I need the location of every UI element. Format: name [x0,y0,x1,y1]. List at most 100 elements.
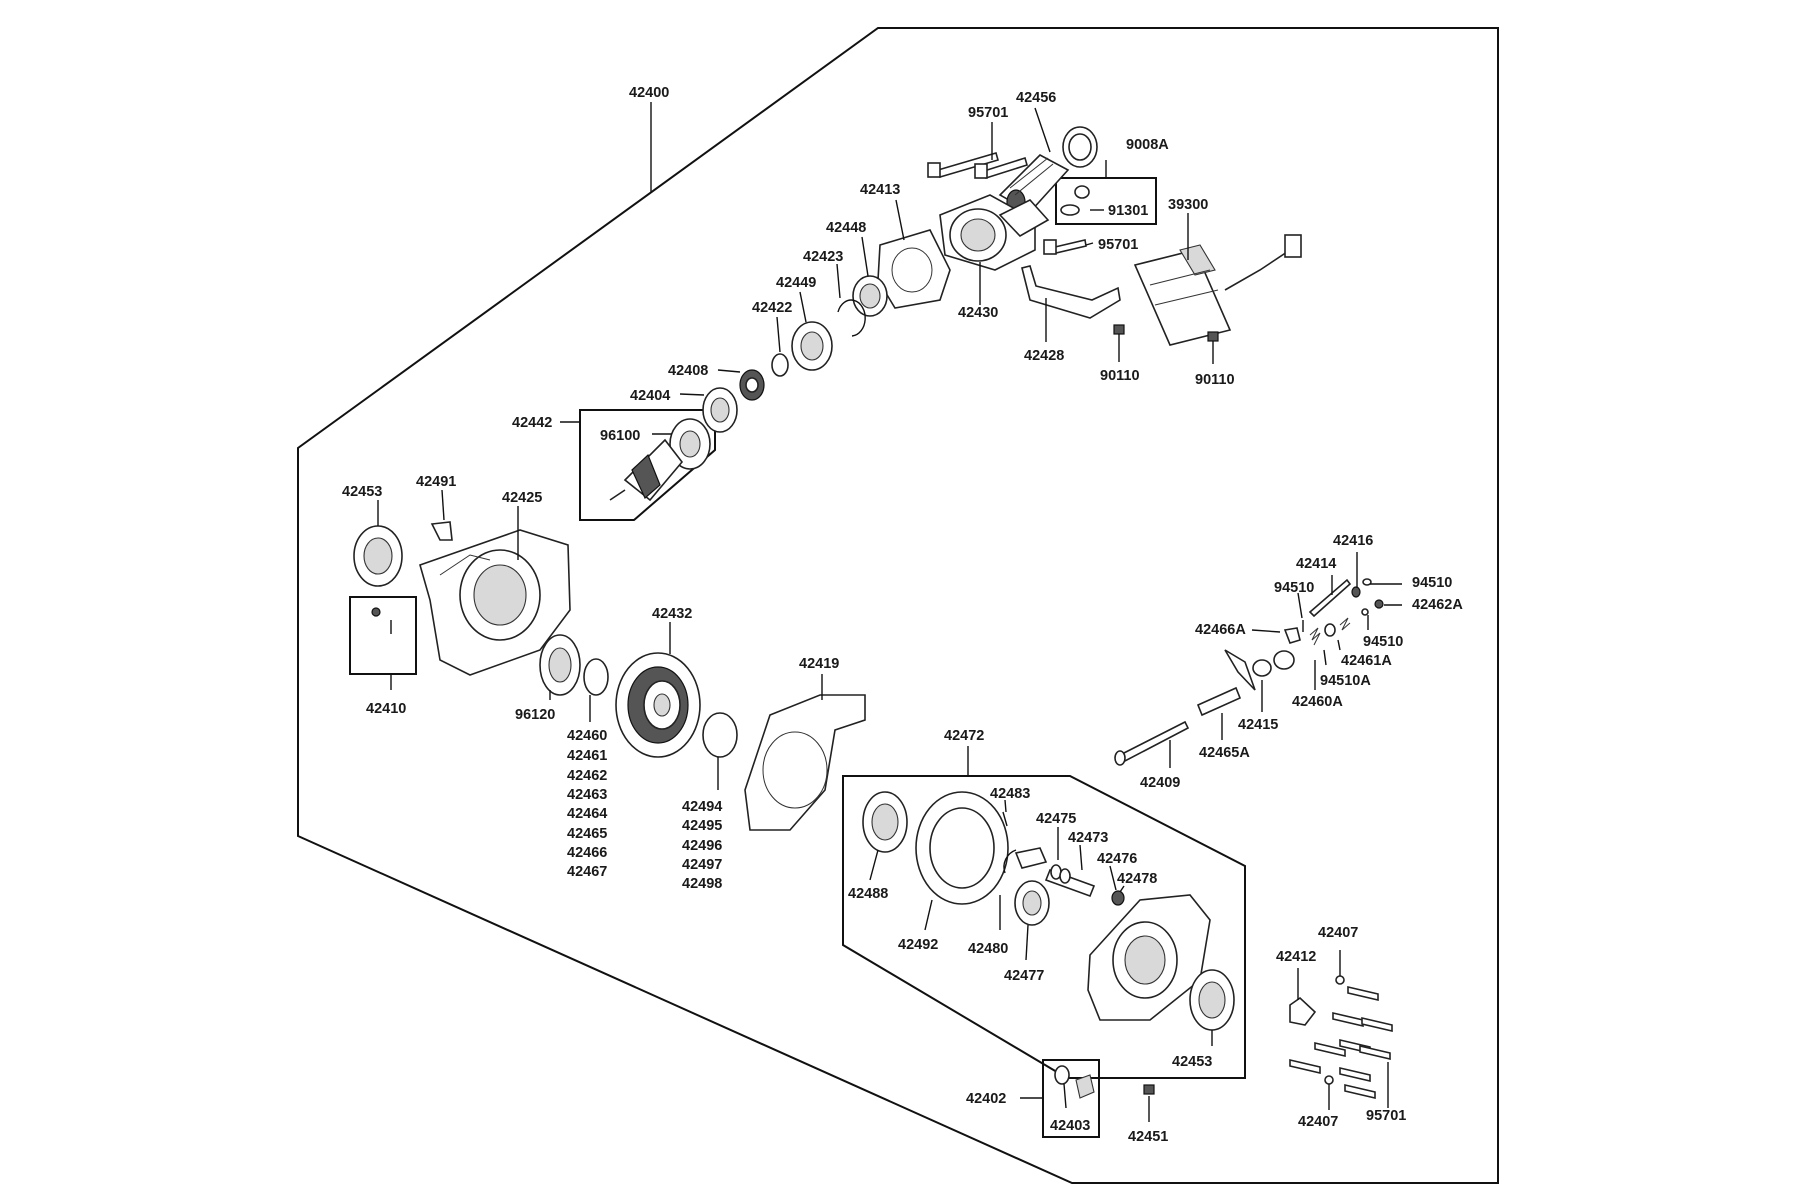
bolt-95701-c [1043,239,1087,255]
bolt-group-95701 [1289,985,1393,1100]
bolt-42451 [1143,1084,1155,1095]
label-42409: 42409 [1140,775,1180,791]
label-42403: 42403 [1050,1118,1090,1134]
kit-42472-outline [842,775,1246,1079]
spring-42476 [1111,890,1125,906]
label-42473: 42473 [1068,830,1108,846]
label-42475: 42475 [1036,811,1076,827]
label-42462A: 42462A [1412,597,1463,613]
label-42402: 42402 [966,1091,1006,1107]
assembly-outline [297,27,1499,1184]
snapring-42423 [837,299,866,337]
label-42495: 42495 [682,818,722,834]
label-91301: 91301 [1108,203,1148,219]
breather-42491 [430,521,453,541]
label-94510-c: 94510 [1363,634,1403,650]
plug-42410 [371,607,392,634]
label-42453-a: 42453 [342,484,382,500]
bearing-96100 [669,418,711,470]
label-95701-c: 95701 [1366,1108,1406,1124]
label-96120: 96120 [515,707,555,723]
bolt-95701-b [974,156,1028,180]
seal-42488 [862,791,908,853]
label-42407-b: 42407 [1298,1114,1338,1130]
lever-42466A [1283,627,1301,644]
spring-42460A [1309,627,1321,646]
label-42466: 42466 [567,845,607,861]
clip-42416 [1351,586,1361,598]
cover-housing [1087,894,1211,1021]
spring-42461A [1339,617,1351,631]
label-42464: 42464 [567,806,607,822]
washer-42407-a [1335,975,1345,985]
label-42460: 42460 [567,728,607,744]
shaft-42473 [1044,864,1096,898]
label-42451: 42451 [1128,1129,1168,1145]
seal-42453-right [1189,969,1235,1031]
label-39300: 39300 [1168,197,1208,213]
label-42463: 42463 [567,787,607,803]
label-90110-a: 90110 [1100,368,1140,384]
fork-42415 [1224,649,1295,691]
label-42456: 42456 [1016,90,1056,106]
label-9008A: 9008A [1126,137,1169,153]
seal-42477 [1014,880,1050,926]
shim-42494 [702,712,738,758]
shaft-42409 [1114,720,1190,766]
drain-plug-42403 [1054,1065,1095,1099]
pin-42462A [1374,599,1384,609]
label-42483: 42483 [990,786,1030,802]
actuator-39300 [1133,234,1302,346]
seal-42456 [1062,126,1098,168]
gasket-42413 [877,229,951,309]
part-labels: 42400 42456 95701 9008A 91301 39300 4241… [342,85,1463,1145]
label-42448: 42448 [826,220,866,236]
rod-42414 [1308,578,1352,618]
label-42422: 42422 [752,300,792,316]
label-94510-b: 94510 [1412,575,1452,591]
bolt-90110-b [1207,331,1219,358]
label-42467: 42467 [567,864,607,880]
shim-42460 [583,658,609,696]
label-42476: 42476 [1097,851,1137,867]
label-42428: 42428 [1024,348,1064,364]
label-42404: 42404 [630,388,670,404]
gasket-42419 [744,694,866,831]
bearing-42404 [702,387,738,433]
label-42408: 42408 [668,363,708,379]
label-94510-a: 94510 [1274,580,1314,596]
label-42465A: 42465A [1199,745,1250,761]
pin-94510b [1362,578,1372,586]
label-42494: 42494 [682,799,722,815]
fork-42475 [1014,847,1048,869]
label-42415: 42415 [1238,717,1278,733]
case-42425 [419,529,571,676]
label-42432: 42432 [652,606,692,622]
label-42497: 42497 [682,857,722,873]
nut-42408 [739,369,765,401]
label-42472: 42472 [944,728,984,744]
ring-42492 [915,791,1009,905]
seal-42448 [852,275,888,317]
bolt-90110-a [1113,324,1125,355]
ring-gear-42432 [615,652,701,758]
label-42407-a: 42407 [1318,925,1358,941]
kit-42442-outline [579,409,716,521]
bearing-42449 [791,321,833,371]
seal-42453-left [353,525,403,587]
label-42465: 42465 [567,826,607,842]
label-95701-a: 95701 [968,105,1008,121]
label-42410: 42410 [366,701,406,717]
label-42449: 42449 [776,275,816,291]
label-42423: 42423 [803,249,843,265]
label-42461: 42461 [567,748,607,764]
label-42488: 42488 [848,886,888,902]
label-42462: 42462 [567,768,607,784]
label-42442: 42442 [512,415,552,431]
label-96100: 96100 [600,428,640,444]
housing-42430 [939,194,1050,271]
leader-lines [377,102,1402,1122]
label-42419: 42419 [799,656,839,672]
clip-94510A [1324,623,1336,637]
